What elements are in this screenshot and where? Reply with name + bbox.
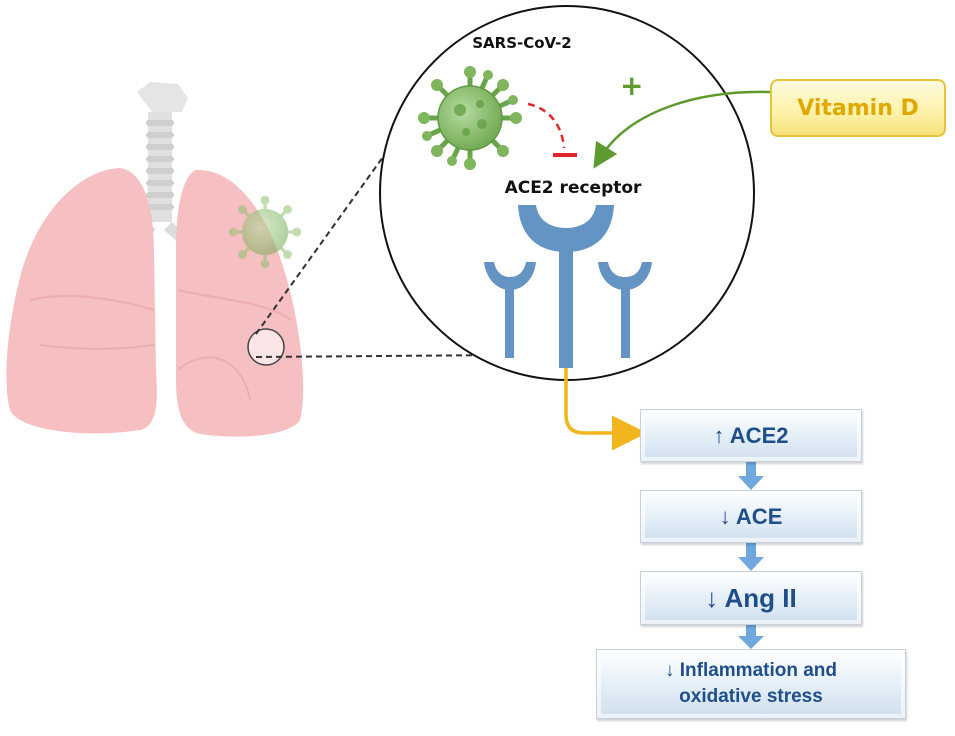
cascade-step-2: ↓ ACE (719, 503, 783, 529)
cascade-box-ace: ↓ ACE (640, 490, 862, 543)
cascade-box-ace2: ↑ ACE2 (640, 409, 862, 462)
cascade-arrow-1 (738, 462, 764, 490)
plus-sign: + (620, 69, 644, 102)
yellow-arrow (564, 368, 647, 451)
zoom-connector (247, 149, 509, 366)
inhibition-arrow (527, 102, 577, 157)
virus-label: SARS-CoV-2 (472, 34, 572, 52)
lungs-illustration (6, 82, 304, 437)
cascade-step-3: ↓ Ang II (705, 582, 797, 613)
cascade-arrows (738, 462, 764, 649)
activation-arrow (593, 90, 771, 169)
cascade-box-ang-ii: ↓ Ang II (640, 571, 862, 625)
right-lung (6, 168, 157, 434)
cascade-step-1: ↑ ACE2 (713, 422, 789, 448)
ace2-receptor-icon (484, 205, 652, 368)
receptor-label: ACE2 receptor (504, 178, 642, 198)
cascade-arrow-2 (738, 543, 764, 571)
virus-icon (418, 66, 522, 170)
cascade-arrow-3 (738, 625, 764, 649)
cascade-box-inflammation: ↓ Inflammation and oxidative stress (596, 649, 906, 719)
vitamin-d-label: Vitamin D (797, 95, 919, 121)
vitamin-d-box: Vitamin D (770, 79, 946, 137)
virus-icon-small (228, 195, 302, 269)
cascade-step-4-line2: oxidative stress (679, 686, 823, 707)
cascade-step-4-line1: ↓ Inflammation and (664, 660, 838, 682)
